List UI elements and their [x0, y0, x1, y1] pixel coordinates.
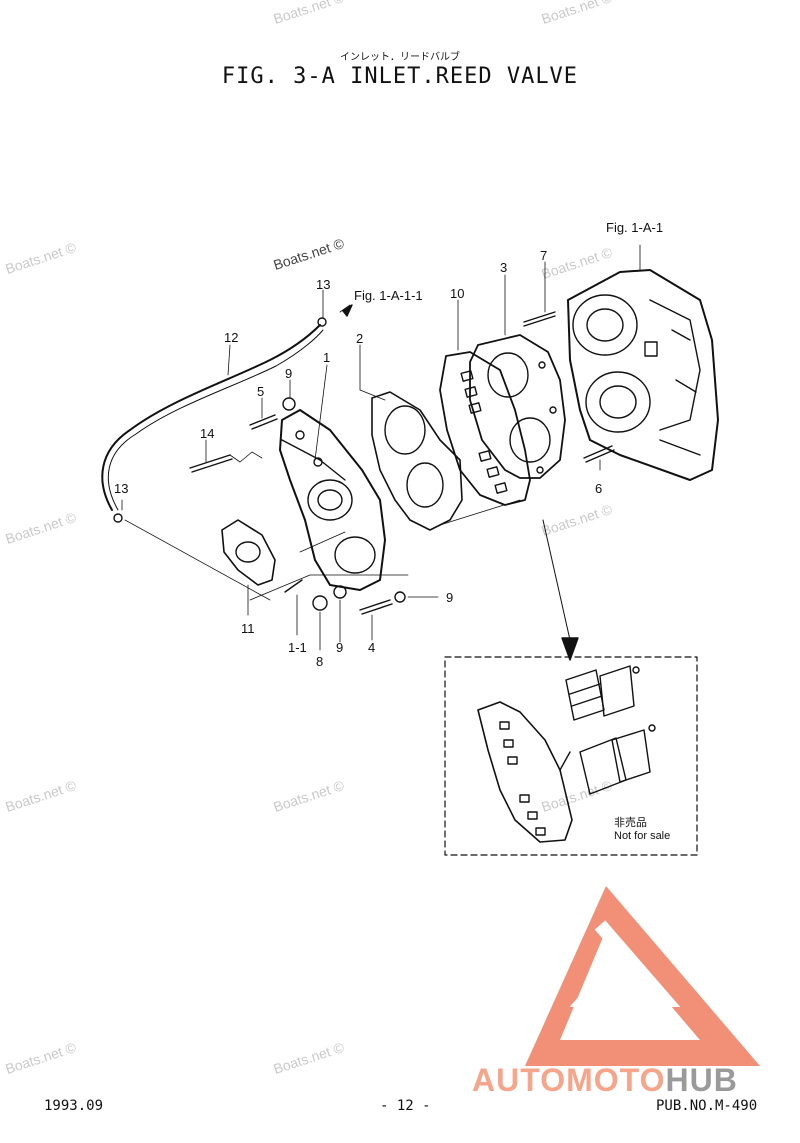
callout-2: 2: [356, 331, 364, 346]
callout-5: 5: [257, 384, 265, 399]
callout-10: 10: [450, 286, 465, 301]
gasket-3: [469, 334, 566, 479]
reference-fig-1a1: Fig. 1-A-1: [606, 220, 664, 235]
callout-9: 9: [336, 640, 344, 655]
gasket-2: [371, 391, 463, 531]
gasket-11: [221, 519, 276, 586]
footer-page-number: - 12 -: [380, 1098, 431, 1114]
reference-fig-1a11: Fig. 1-A-1-1: [354, 288, 423, 303]
callout-14: 14: [200, 426, 215, 441]
inset-detail-box: [444, 656, 698, 856]
callout-13: 13: [114, 481, 129, 496]
figure-title: FIG. 3-A INLET.REED VALVE: [221, 64, 579, 89]
brand-part-a: AUTOMOTO: [472, 1062, 666, 1098]
not-for-sale-label: Not for sale: [614, 830, 671, 842]
callout-1-1: 1-1: [288, 640, 307, 655]
reed-valve-plate-10: [439, 351, 531, 506]
inlet-manifold-1: [279, 409, 386, 591]
footer-date: 1993.09: [44, 1098, 104, 1114]
callout-11: 11: [241, 621, 255, 636]
callout-3: 3: [500, 260, 508, 275]
callout-4: 4: [368, 640, 376, 655]
not-for-sale-jp: 非売品: [614, 817, 647, 829]
title-japanese: インレット．リードバルブ: [340, 52, 460, 63]
callout-8: 8: [316, 654, 324, 669]
inset-reed-stop: [559, 665, 656, 795]
callout-7: 7: [540, 248, 548, 263]
callout-6: 6: [595, 481, 603, 496]
callout-12: 12: [224, 330, 239, 345]
brand-wordmark: AUTOMOTOHUB: [472, 1062, 738, 1099]
footer-pub-number: PUB.NO.M-490: [656, 1098, 758, 1114]
inset-reed-plate: [477, 701, 573, 843]
callout-13: 13: [316, 277, 331, 292]
callout-9: 9: [446, 590, 454, 605]
crankcase-outline: [567, 269, 719, 481]
callout-1: 1: [323, 350, 331, 365]
callout-9: 9: [285, 366, 293, 381]
brand-part-b: HUB: [665, 1062, 738, 1098]
